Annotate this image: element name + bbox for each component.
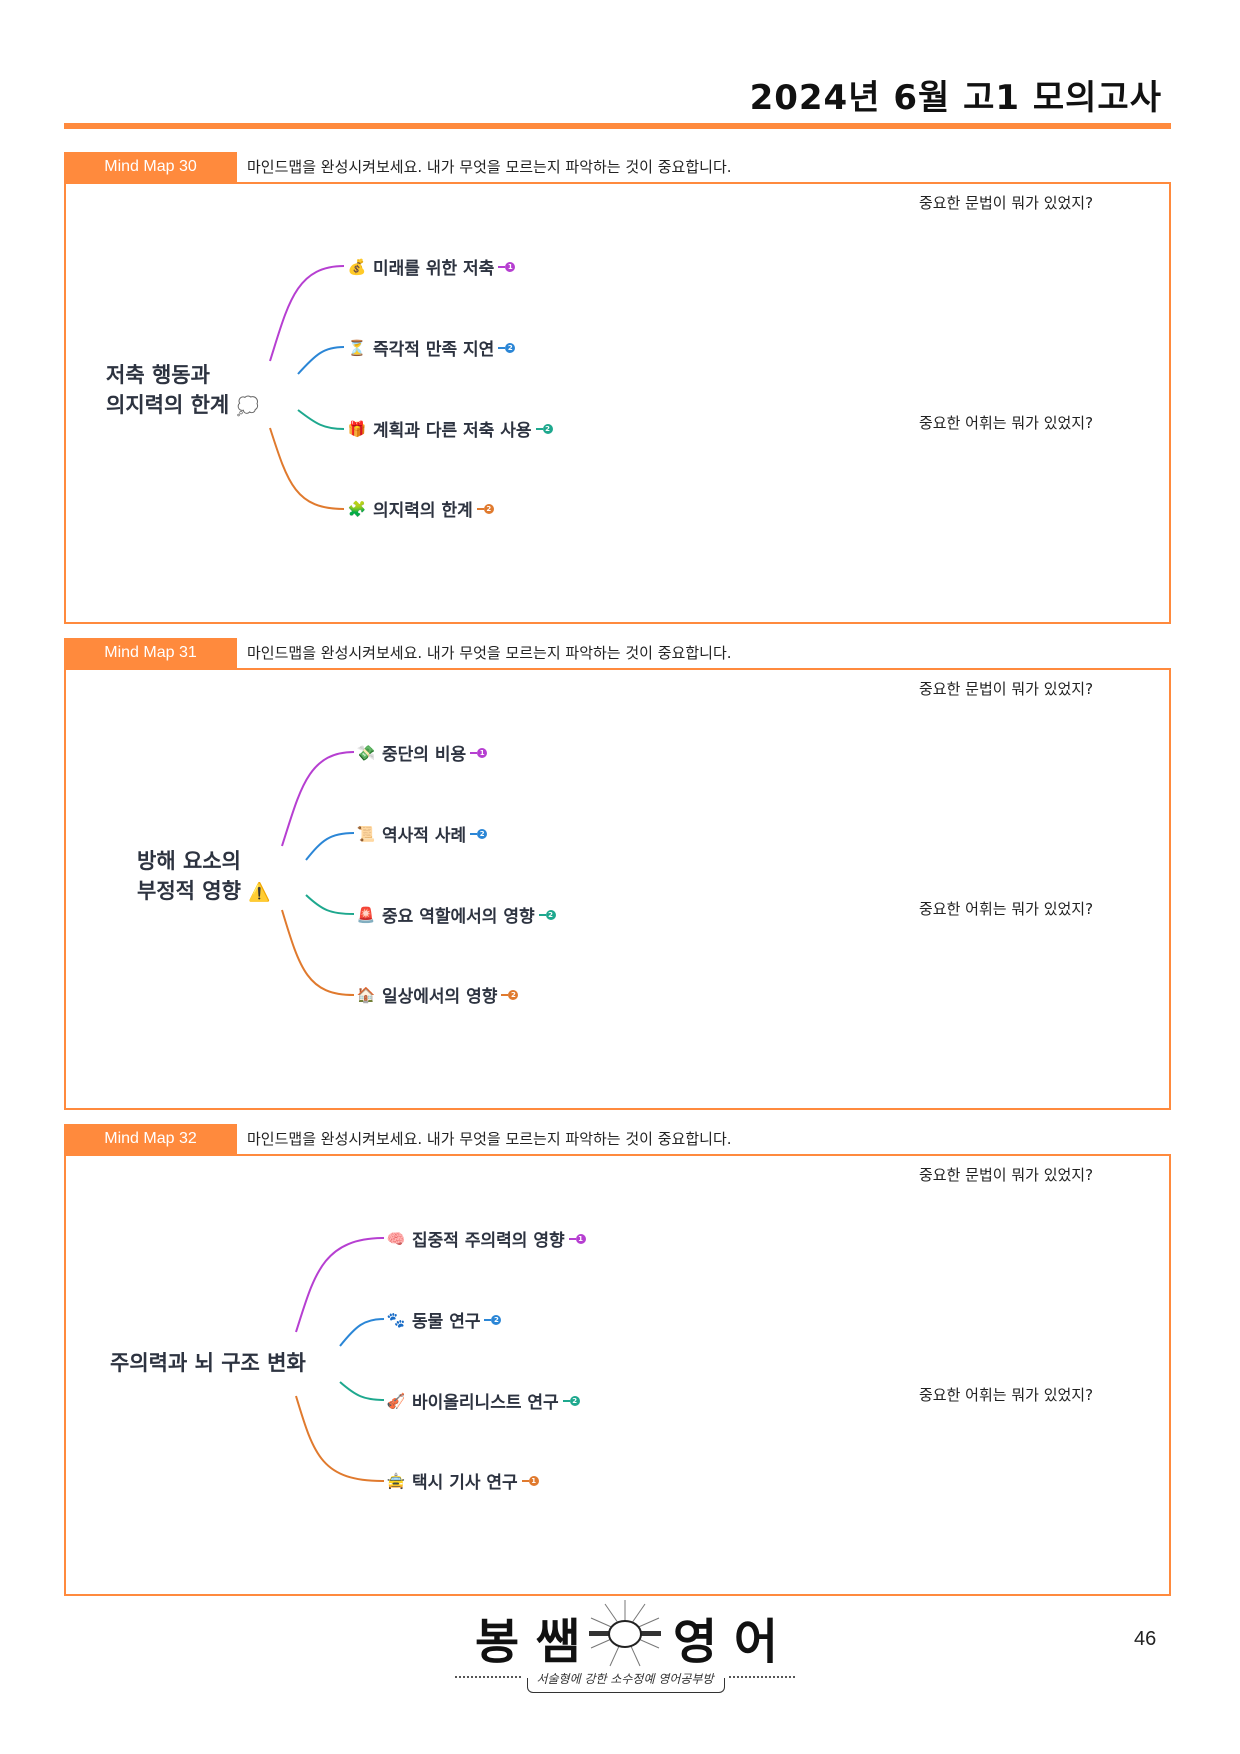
- page-number: 46: [1134, 1628, 1157, 1650]
- collapse-badge[interactable]: 2: [562, 1395, 580, 1406]
- collapse-badge[interactable]: 1: [498, 261, 516, 272]
- central-topic[interactable]: 저축 행동과 의지력의 한계 💭: [98, 356, 267, 426]
- logo-tagline: 서술형에 강한 소수정예 영어공부방: [536, 1672, 714, 1686]
- scroll-icon: 📜: [356, 824, 376, 843]
- collapse-badge[interactable]: 1: [470, 747, 488, 758]
- branch-label: 의지력의 한계: [373, 501, 473, 521]
- section-instruction: 마인드맵을 완성시켜보세요. 내가 무엇을 모르는지 파악하는 것이 중요합니다…: [247, 158, 732, 176]
- paw-prints-icon: 🐾: [386, 1310, 406, 1329]
- branch-connectors: [281, 751, 355, 996]
- branch-label: 중요 역할에서의 영향: [382, 907, 535, 927]
- central-topic-line1: 방해 요소의: [137, 849, 241, 873]
- fist-pencil-icon: [589, 1600, 661, 1667]
- central-topic-line2: 부정적 영향: [137, 879, 241, 903]
- logo-text-left: 봉 쌤: [475, 1614, 581, 1670]
- collapse-badge[interactable]: 2: [484, 1314, 502, 1325]
- collapse-badge[interactable]: 2: [498, 342, 516, 353]
- siren-icon: 🚨: [356, 905, 376, 924]
- branch-node[interactable]: 🐾 동물 연구 2: [386, 1307, 502, 1332]
- branch-node[interactable]: 🚨 중요 역할에서의 영향 2: [356, 902, 556, 927]
- branch-node[interactable]: 📜 역사적 사례 2: [356, 821, 488, 846]
- violin-icon: 🎻: [386, 1391, 406, 1410]
- section-instruction: 마인드맵을 완성시켜보세요. 내가 무엇을 모르는지 파악하는 것이 중요합니다…: [247, 644, 732, 662]
- hourglass-icon: ⏳: [347, 338, 367, 357]
- thought-bubble-icon: 💭: [236, 396, 259, 417]
- branch-node[interactable]: 🧠 집중적 주의력의 영향 1: [386, 1226, 586, 1251]
- section-tag: Mind Map 30: [64, 152, 237, 182]
- page-title: 2024년 6월 고1 모의고사: [749, 78, 1162, 118]
- grammar-prompt: 중요한 문법이 뭐가 있었지?: [919, 1166, 1094, 1184]
- central-topic-line1: 저축 행동과: [106, 363, 210, 387]
- mind-map-section-30: Mind Map 30 마인드맵을 완성시켜보세요. 내가 무엇을 모르는지 파…: [64, 152, 1171, 624]
- branch-node[interactable]: 🎁 계획과 다른 저축 사용 2: [347, 416, 553, 441]
- branch-node[interactable]: 💰 미래를 위한 저축 1: [347, 254, 516, 279]
- collapse-badge[interactable]: 2: [535, 423, 553, 434]
- section-tag: Mind Map 31: [64, 638, 237, 668]
- title-divider: [64, 123, 1171, 129]
- branch-node[interactable]: 🏠 일상에서의 영향 2: [356, 982, 519, 1007]
- central-topic[interactable]: 방해 요소의 부정적 영향 ⚠️: [129, 842, 279, 912]
- branch-label: 역사적 사례: [382, 826, 467, 846]
- warning-icon: ⚠️: [248, 882, 271, 903]
- collapse-badge[interactable]: 2: [501, 989, 519, 1000]
- mind-map-box: 중요한 문법이 뭐가 있었지? 중요한 어휘는 뭐가 있었지? 저축 행동과 의…: [64, 182, 1171, 624]
- central-topic[interactable]: 주의력과 뇌 구조 변화: [102, 1344, 314, 1382]
- branch-node[interactable]: 🚖 택시 기사 연구 1: [386, 1468, 539, 1493]
- grammar-prompt: 중요한 문법이 뭐가 있었지?: [919, 194, 1094, 212]
- mind-map-box: 중요한 문법이 뭐가 있었지? 중요한 어휘는 뭐가 있었지? 방해 요소의 부…: [64, 668, 1171, 1110]
- branch-node[interactable]: ⏳ 즉각적 만족 지연 2: [347, 335, 516, 360]
- brain-icon: 🧠: [386, 1229, 406, 1248]
- branch-label: 계획과 다른 저축 사용: [373, 421, 532, 441]
- branch-label: 일상에서의 영향: [382, 987, 498, 1007]
- house-icon: 🏠: [356, 985, 376, 1004]
- logo-text-right: 영 어: [673, 1614, 779, 1670]
- branch-label: 미래를 위한 저축: [373, 259, 495, 279]
- collapse-badge[interactable]: 1: [568, 1233, 586, 1244]
- taxi-icon: 🚖: [386, 1471, 406, 1490]
- branch-connectors: [269, 265, 345, 510]
- branch-node[interactable]: 🎻 바이올리니스트 연구 2: [386, 1388, 580, 1413]
- branch-connectors: [295, 1237, 385, 1482]
- vocab-prompt: 중요한 어휘는 뭐가 있었지?: [919, 414, 1094, 432]
- mind-map-section-32: Mind Map 32 마인드맵을 완성시켜보세요. 내가 무엇을 모르는지 파…: [64, 1124, 1171, 1596]
- branch-label: 바이올리니스트 연구: [412, 1393, 559, 1413]
- money-with-wings-icon: 💸: [356, 743, 376, 762]
- logo-dots-right: [729, 1676, 795, 1680]
- section-tag: Mind Map 32: [64, 1124, 237, 1154]
- collapse-badge[interactable]: 2: [476, 503, 494, 514]
- collapse-badge[interactable]: 2: [538, 909, 556, 920]
- money-bag-icon: 💰: [347, 257, 367, 276]
- branch-label: 집중적 주의력의 영향: [412, 1231, 565, 1251]
- branch-node[interactable]: 🧩 의지력의 한계 2: [347, 496, 494, 521]
- branch-label: 동물 연구: [412, 1312, 481, 1332]
- vocab-prompt: 중요한 어휘는 뭐가 있었지?: [919, 1386, 1094, 1404]
- vocab-prompt: 중요한 어휘는 뭐가 있었지?: [919, 900, 1094, 918]
- branch-label: 중단의 비용: [382, 745, 467, 765]
- grammar-prompt: 중요한 문법이 뭐가 있었지?: [919, 680, 1094, 698]
- branch-label: 택시 기사 연구: [412, 1473, 518, 1493]
- central-topic-line2: 의지력의 한계: [106, 393, 230, 417]
- logo-dots-left: [455, 1676, 521, 1680]
- logo-bracket: [527, 1678, 725, 1693]
- branch-label: 즉각적 만족 지연: [373, 340, 495, 360]
- collapse-badge[interactable]: 2: [470, 828, 488, 839]
- collapse-badge[interactable]: 1: [521, 1475, 539, 1486]
- mind-map-box: 중요한 문법이 뭐가 있었지? 중요한 어휘는 뭐가 있었지? 주의력과 뇌 구…: [64, 1154, 1171, 1596]
- brand-logo: 봉 쌤 영 어 서술형에 강한 소수정예 영어공부방: [455, 1598, 795, 1708]
- puzzle-icon: 🧩: [347, 499, 367, 518]
- gift-icon: 🎁: [347, 419, 367, 438]
- mind-map-section-31: Mind Map 31 마인드맵을 완성시켜보세요. 내가 무엇을 모르는지 파…: [64, 638, 1171, 1110]
- section-instruction: 마인드맵을 완성시켜보세요. 내가 무엇을 모르는지 파악하는 것이 중요합니다…: [247, 1130, 732, 1148]
- central-topic-line1: 주의력과 뇌 구조 변화: [110, 1351, 306, 1375]
- branch-node[interactable]: 💸 중단의 비용 1: [356, 740, 488, 765]
